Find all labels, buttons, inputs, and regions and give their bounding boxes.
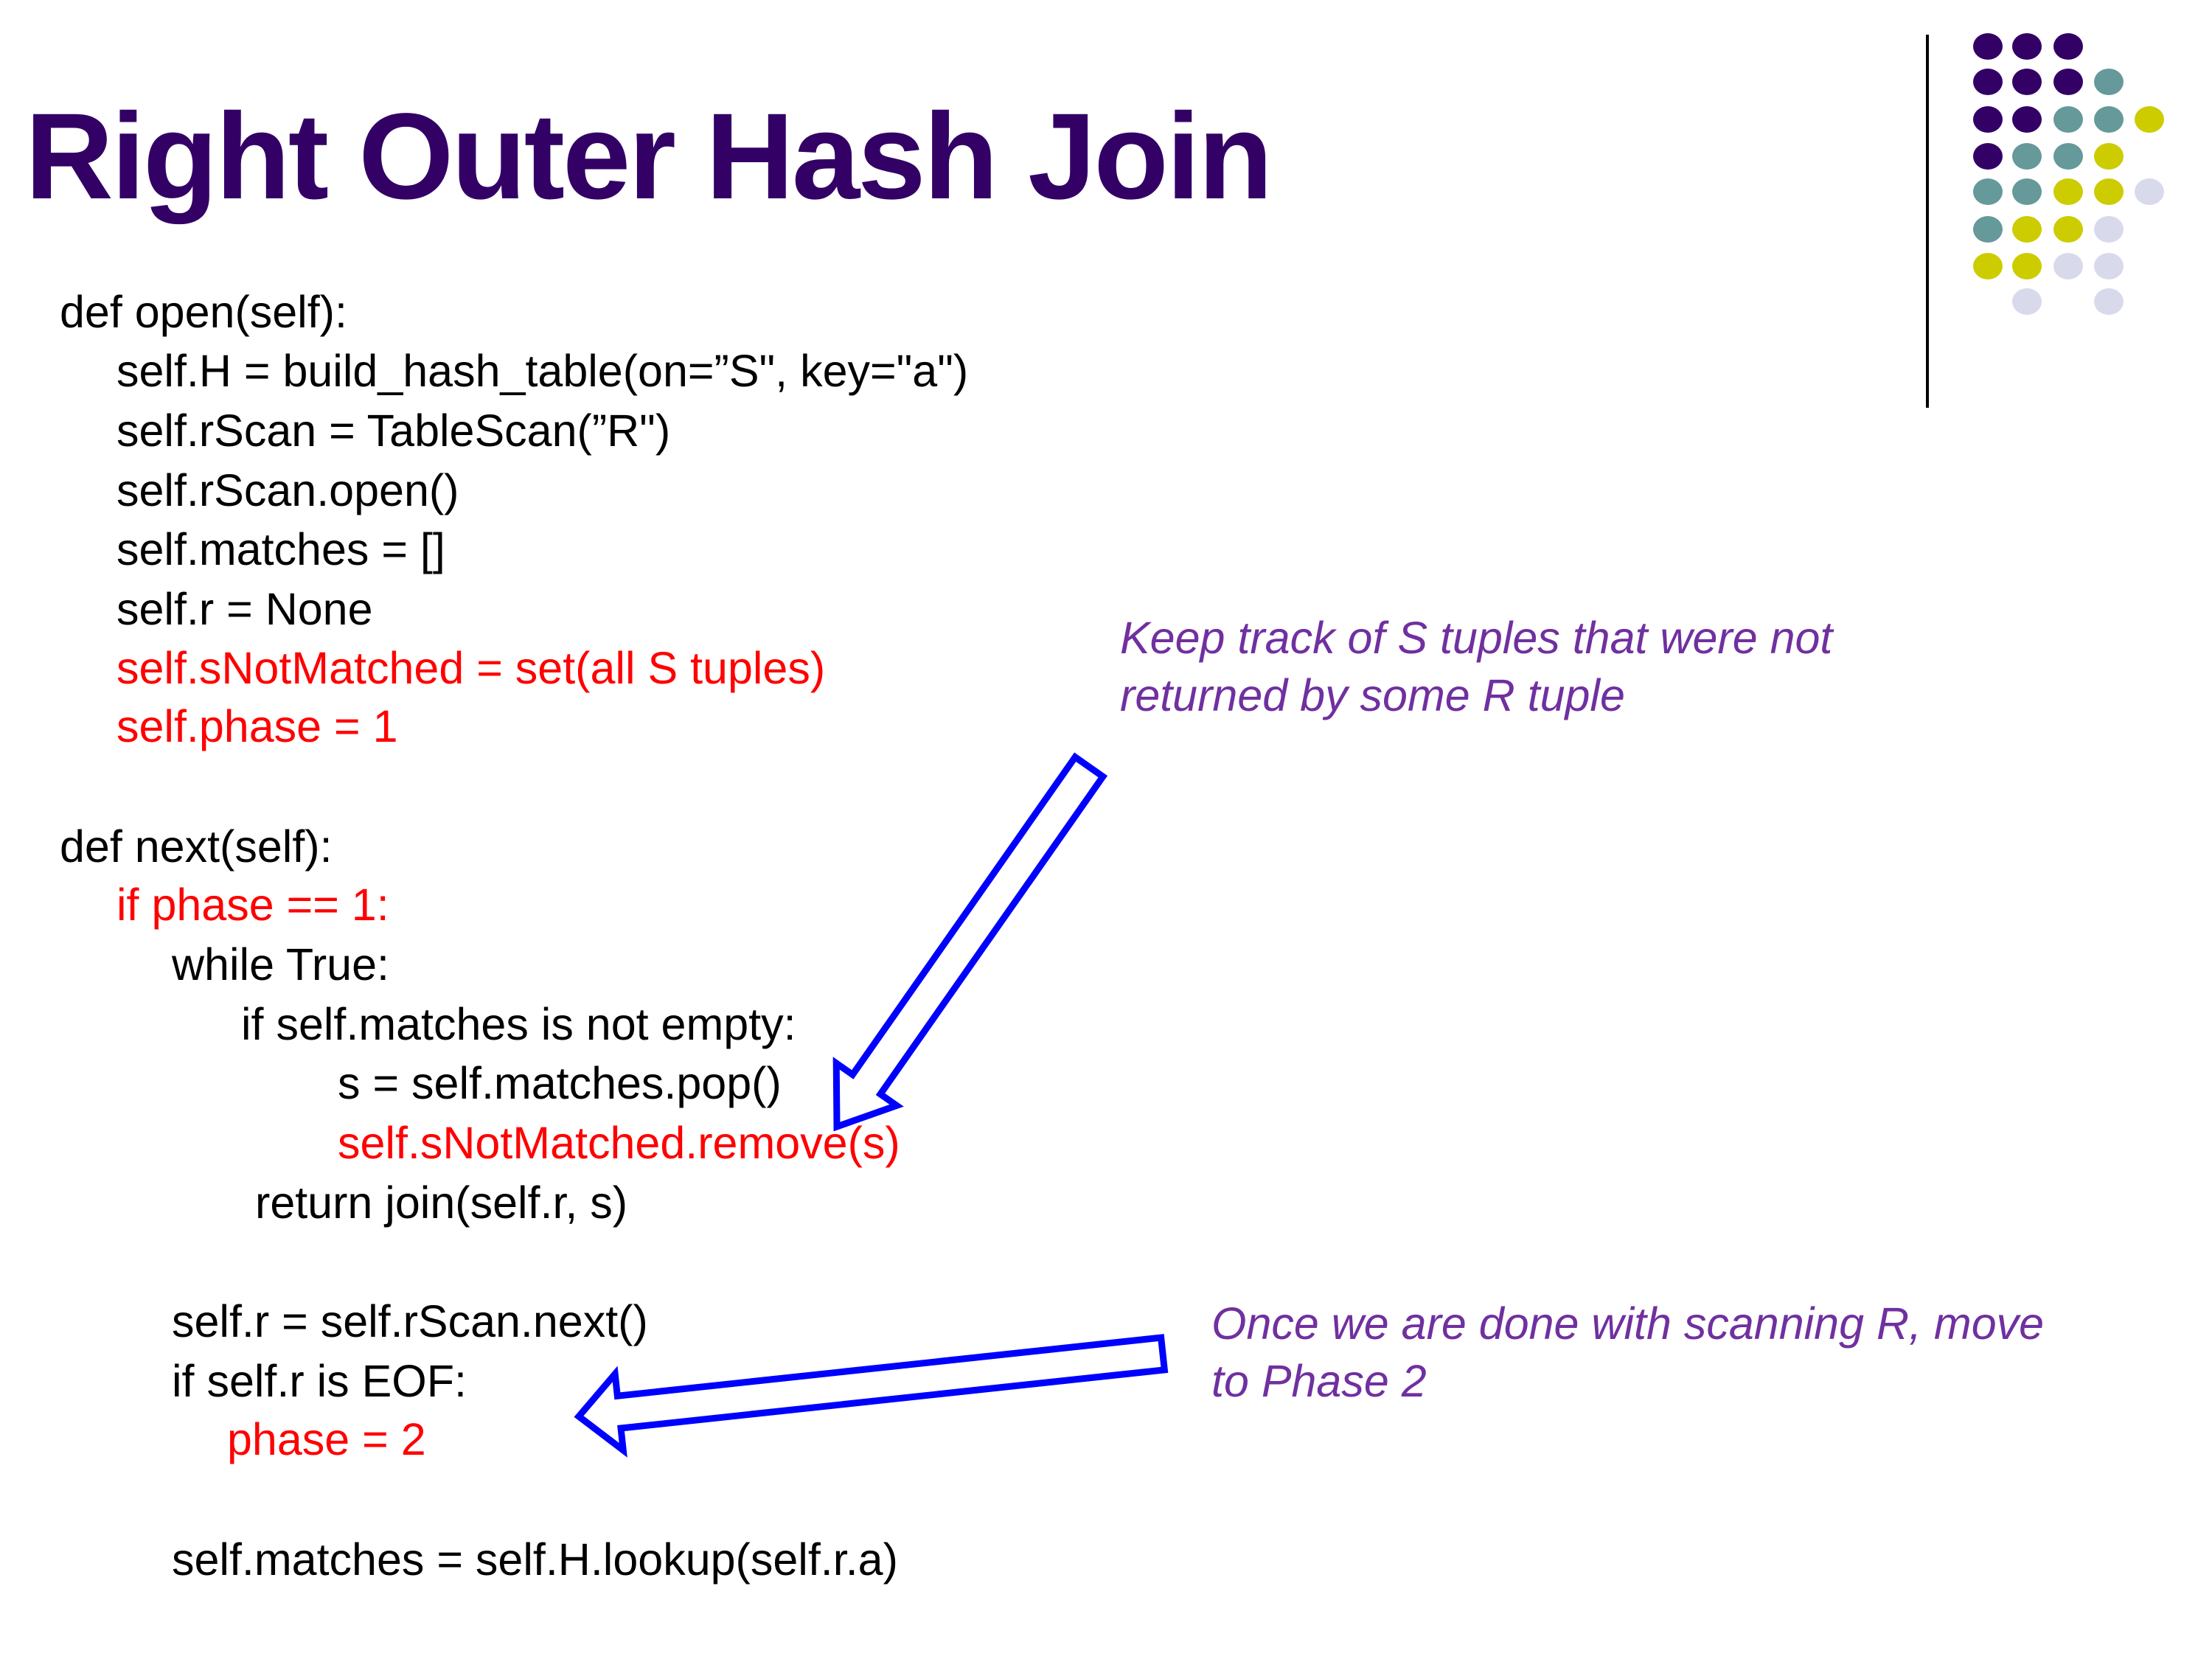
code-line-highlighted: self.sNotMatched = set(all S tuples) [116, 643, 826, 693]
logo-dot [2012, 69, 2042, 95]
logo-dot [2053, 216, 2083, 243]
code-line: self.rScan.open() [116, 465, 459, 515]
logo-dot [1973, 216, 2003, 243]
logo-dot [2053, 253, 2083, 279]
annotation-line: Once we are done with scanning R, move [1211, 1298, 2045, 1349]
logo-dot [2053, 143, 2083, 170]
code-line: self.matches = self.H.lookup(self.r.a) [172, 1534, 898, 1585]
code-line: self.r = None [116, 584, 373, 634]
code-line: if self.r is EOF: [172, 1356, 467, 1406]
logo-dot [2053, 178, 2083, 205]
annotation-snotmatched: Keep track of S tuples that were not ret… [1120, 609, 1832, 724]
code-line-highlighted: if phase == 1: [116, 880, 389, 930]
code-line: s = self.matches.pop() [338, 1058, 782, 1108]
logo-dot [2094, 253, 2124, 279]
logo-dot [2053, 33, 2083, 60]
code-line: self.r = self.rScan.next() [172, 1296, 648, 1346]
logo-dot [2012, 106, 2042, 133]
annotation-line: to Phase 2 [1211, 1356, 1427, 1406]
code-line: while True: [172, 939, 389, 990]
logo-dot [1973, 143, 2003, 170]
code-line-highlighted: self.sNotMatched.remove(s) [338, 1118, 900, 1168]
logo-dot [2012, 178, 2042, 205]
code-line: if self.matches is not empty: [241, 999, 796, 1049]
annotation-line: returned by some R tuple [1120, 670, 1625, 720]
arrow-to-remove-line [832, 752, 1108, 1132]
code-line: def open(self): [60, 287, 347, 337]
annotation-line: Keep track of S tuples that were not [1120, 613, 1833, 663]
logo-dot [2012, 253, 2042, 279]
logo-dot [2094, 288, 2124, 315]
logo-dot [2012, 216, 2042, 243]
code-line: self.rScan = TableScan(”R") [116, 406, 671, 456]
annotation-phase2: Once we are done with scanning R, move t… [1211, 1295, 2044, 1410]
logo-dot [2094, 178, 2124, 205]
arrow-to-phase2-line [574, 1334, 1169, 1458]
code-line: return join(self.r, s) [255, 1178, 628, 1228]
logo-dot [2094, 69, 2124, 95]
logo-dot [1973, 69, 2003, 95]
logo-dot [2053, 69, 2083, 95]
code-line: def next(self): [60, 821, 333, 872]
logo-dot [2012, 33, 2042, 60]
code-line-highlighted: self.phase = 1 [116, 701, 398, 751]
logo-dot [2135, 106, 2164, 133]
dot-grid-logo [1973, 33, 2164, 315]
code-line: self.matches = [] [116, 524, 445, 574]
logo-dot [2094, 216, 2124, 243]
logo-dot [2094, 143, 2124, 170]
logo-dot [2094, 106, 2124, 133]
code-line: self.H = build_hash_table(on=”S", key="a… [116, 346, 969, 396]
logo-dot [2053, 106, 2083, 133]
code-line-highlighted: phase = 2 [227, 1414, 426, 1464]
logo-dot [1973, 253, 2003, 279]
logo-dot [1973, 178, 2003, 205]
logo-dot [2012, 143, 2042, 170]
logo-dot [1973, 33, 2003, 60]
slide-title: Right Outer Hash Join [25, 88, 1273, 225]
logo-dot [2135, 178, 2164, 205]
logo-dot [2012, 288, 2042, 315]
logo-dot [1973, 106, 2003, 133]
